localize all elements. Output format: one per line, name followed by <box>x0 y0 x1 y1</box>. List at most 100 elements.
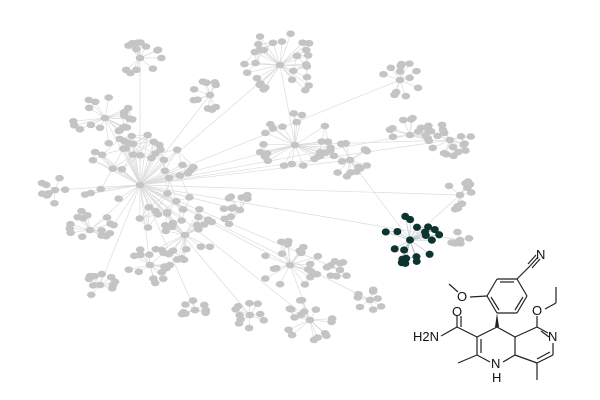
node <box>261 275 270 282</box>
node <box>261 252 270 260</box>
node <box>259 141 268 148</box>
node <box>183 169 193 177</box>
bond <box>514 354 538 364</box>
edge <box>155 234 186 250</box>
node <box>180 231 190 239</box>
edge <box>272 42 281 66</box>
edge <box>282 126 296 146</box>
node <box>231 306 240 313</box>
bond <box>486 295 498 314</box>
node <box>299 243 308 251</box>
node <box>391 88 401 96</box>
node <box>313 252 323 260</box>
node <box>135 246 145 253</box>
edge <box>404 216 411 241</box>
edge <box>267 144 296 162</box>
node <box>302 63 312 70</box>
edge <box>132 141 154 155</box>
highlighted-node <box>412 223 421 231</box>
node <box>305 273 315 281</box>
node <box>189 86 199 93</box>
node <box>194 213 203 221</box>
node <box>289 67 298 75</box>
node <box>259 317 269 324</box>
highlighted-node <box>435 231 444 239</box>
node <box>461 147 470 154</box>
node <box>292 52 302 60</box>
edge <box>279 42 303 66</box>
node <box>320 122 330 130</box>
node <box>335 266 345 274</box>
node <box>163 190 172 197</box>
node <box>77 207 86 215</box>
edge <box>112 168 141 186</box>
node <box>85 226 95 234</box>
edge <box>309 319 315 341</box>
node <box>198 78 208 85</box>
node <box>368 286 378 294</box>
node <box>277 38 287 45</box>
edge <box>112 148 124 169</box>
bond <box>536 351 551 360</box>
node <box>426 127 436 135</box>
edge <box>294 122 298 146</box>
node <box>135 181 145 189</box>
atom-ethoxy-o: O <box>532 303 542 318</box>
node <box>181 245 191 253</box>
edge <box>101 138 120 156</box>
node <box>269 265 279 272</box>
node <box>135 215 145 222</box>
edge <box>139 134 411 186</box>
highlighted-node <box>381 228 390 236</box>
node <box>405 131 415 139</box>
node <box>302 73 312 81</box>
node <box>362 162 372 169</box>
highlighted-node <box>400 246 409 254</box>
bond <box>516 295 528 314</box>
node <box>310 155 319 163</box>
node <box>322 332 331 340</box>
node <box>245 299 254 307</box>
node <box>205 243 215 251</box>
bond <box>540 330 550 338</box>
node <box>50 199 59 207</box>
edge <box>184 234 211 248</box>
node <box>406 116 416 123</box>
edge <box>139 170 166 186</box>
node <box>326 272 336 279</box>
edge <box>139 184 251 316</box>
node <box>196 243 206 251</box>
node <box>444 182 454 190</box>
node <box>253 40 263 48</box>
node <box>123 104 133 112</box>
node <box>457 200 467 208</box>
edge <box>294 144 331 151</box>
node <box>398 116 408 124</box>
node <box>118 124 128 132</box>
node <box>65 225 74 232</box>
edge <box>289 255 319 266</box>
highlighted-node <box>427 236 436 244</box>
node <box>207 218 217 226</box>
node <box>327 318 336 326</box>
node <box>60 186 70 193</box>
edge <box>139 184 371 301</box>
node <box>135 151 145 159</box>
node <box>266 120 275 128</box>
node <box>178 206 188 213</box>
node <box>412 67 421 75</box>
edge <box>100 168 114 190</box>
node <box>136 251 145 259</box>
node <box>234 320 244 327</box>
edge <box>113 184 141 226</box>
node <box>428 144 438 152</box>
node <box>132 66 141 74</box>
node <box>159 156 169 164</box>
node <box>90 148 100 156</box>
node <box>397 60 406 68</box>
edge <box>139 94 211 186</box>
edge <box>125 148 141 186</box>
node <box>83 211 92 219</box>
node <box>286 30 295 37</box>
bond <box>476 354 491 363</box>
